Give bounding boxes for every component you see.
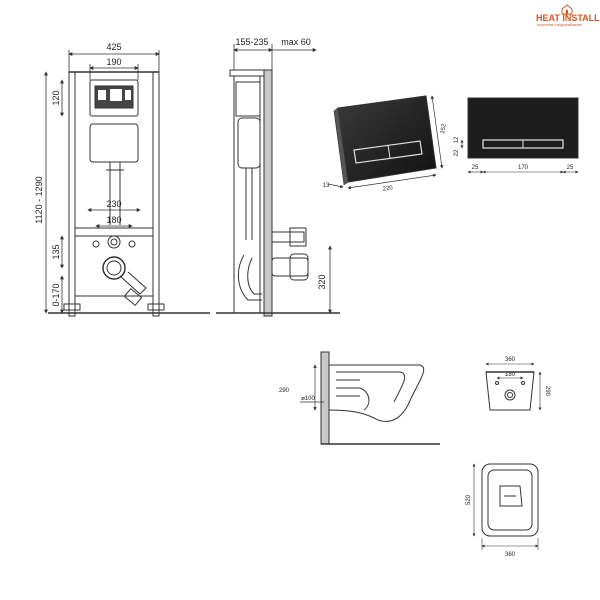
dim-max-wall: max 60 <box>281 37 311 47</box>
dim-bowl-width: 360 <box>505 357 516 363</box>
bowl-rear-view <box>485 371 535 411</box>
flush-plate-front-dimensions <box>460 139 579 174</box>
flush-plate-front <box>467 97 579 159</box>
frame-side-view <box>216 69 340 317</box>
dim-plate-width: 220 <box>382 185 393 193</box>
dim-frame-width: 425 <box>106 42 121 52</box>
dim-plate-thickness: 13 <box>323 183 330 189</box>
bowl-side-view <box>320 351 440 445</box>
dim-bolt-outer: 230 <box>106 199 121 209</box>
dim-bowl-depth: 290 <box>544 386 550 397</box>
dim-bowl-bolt-spacing: 180 <box>505 372 516 378</box>
frame-side-dimensions <box>233 44 332 314</box>
bowl-rear-dimensions <box>485 362 542 411</box>
dim-bolt-inner: 180 <box>106 215 121 225</box>
dim-plate-side-right: 25 <box>567 165 574 171</box>
dim-drain-height: 135 <box>51 244 61 259</box>
dim-drain-axis: 320 <box>317 274 327 289</box>
dim-bowl-outlet: ⌀100 <box>301 396 315 402</box>
bowl-side-dimensions <box>300 364 324 411</box>
dim-plate-side-left: 25 <box>472 165 479 171</box>
dim-plate-gap: 12 <box>454 136 460 143</box>
brand-logo: HEAT INSTALL отопление и водоснабжение <box>536 4 600 27</box>
dim-bowl-plan-width: 360 <box>505 552 516 558</box>
bowl-plan-dimensions <box>472 463 539 550</box>
flush-plate-perspective-dimensions <box>327 95 444 190</box>
brand-name: HEAT INSTALL <box>536 13 600 23</box>
dim-plate-height: 152 <box>440 123 448 135</box>
dim-button-width: 190 <box>106 57 121 67</box>
dim-frame-depth: 155-235 <box>235 37 268 47</box>
dim-total-height: 1120 - 1290 <box>34 176 44 223</box>
brand-tagline: отопление и водоснабжение <box>537 23 582 27</box>
dim-foot-adjust: 0-170 <box>51 283 61 306</box>
dim-plate-buttons-width: 170 <box>518 165 529 171</box>
dim-plate-button-height: 22 <box>454 149 460 156</box>
flush-plate-perspective <box>333 95 437 186</box>
dim-bowl-mount-height: 290 <box>279 388 290 394</box>
frame-front-view <box>48 71 210 317</box>
dim-bowl-length: 520 <box>466 494 472 505</box>
dim-button-height: 120 <box>51 90 61 105</box>
house-icon <box>561 4 573 15</box>
bowl-plan-view <box>481 463 539 537</box>
frame-front-dimensions <box>44 50 160 314</box>
